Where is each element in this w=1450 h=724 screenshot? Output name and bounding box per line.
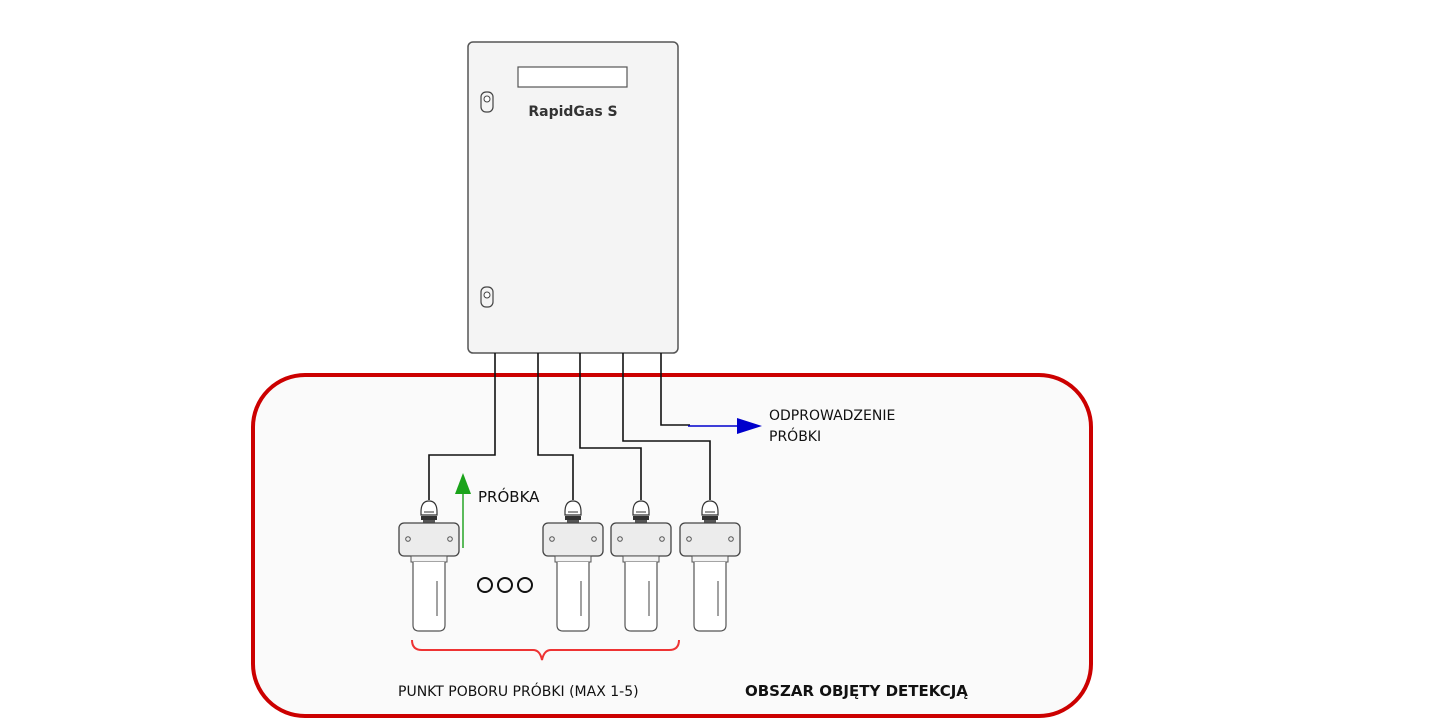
screw-icon [549,536,555,542]
screw-icon [447,536,453,542]
ellipsis-dot [497,577,513,593]
filter-bowl [556,562,590,632]
sampling-points-brace [411,639,680,661]
cable-gland [420,500,438,516]
gland-ring [567,520,579,523]
more-points-ellipsis [477,577,533,593]
tube-3 [579,353,642,500]
gland-ring [635,520,647,523]
ellipsis-dot [477,577,493,593]
sample-arrow [455,473,471,548]
device-cabinet [467,41,679,354]
tube-1 [428,353,496,500]
gland-ring [633,516,649,520]
filter-collar [554,555,592,563]
filter-bowl [624,562,658,632]
sampling-points [398,500,741,632]
sensor-housing [679,522,741,557]
lock-icon-bottom [480,286,494,308]
screw-icon [617,536,623,542]
sampling-points-label: PUNKT POBORU PRÓBKI (MAX 1-5) [398,682,639,700]
detection-area [251,373,1093,718]
outlet-arrow [688,418,762,434]
sensor-housing [398,522,460,557]
gland-ring [704,520,716,523]
sampling-point-unit [679,500,741,632]
device-name: RapidGas S [528,104,617,120]
rapidgas-device: RapidGas S [467,41,679,354]
detection-area-label: OBSZAR OBJĘTY DETEKCJĄ [745,682,968,700]
tube-4 [622,353,711,500]
tube-2 [537,353,574,500]
cable-gland [564,500,582,516]
sample-label: PRÓBKA [478,487,540,506]
outlet-label-line2: PRÓBKI [769,427,821,445]
screw-icon [591,536,597,542]
screw-icon [405,536,411,542]
sampling-point-unit [610,500,672,632]
sensor-housing [610,522,672,557]
outlet-label-line1: ODPROWADZENIE [769,408,895,424]
ellipsis-dot [517,577,533,593]
gland-ring [702,516,718,520]
filter-bowl [693,562,727,632]
tube-outlet [660,353,690,426]
device-display [517,66,628,88]
screw-icon [686,536,692,542]
screw-icon [728,536,734,542]
gland-ring [565,516,581,520]
filter-collar [410,555,448,563]
sensor-housing [542,522,604,557]
screw-icon [659,536,665,542]
cable-gland [632,500,650,516]
lock-icon-top [480,91,494,113]
gland-ring [421,516,437,520]
sampling-point-unit [398,500,460,632]
filter-collar [622,555,660,563]
gland-ring [423,520,435,523]
filter-bowl [412,562,446,632]
cable-gland [701,500,719,516]
sample-tubes [428,353,711,500]
filter-collar [691,555,729,563]
sampling-point-unit [542,500,604,632]
